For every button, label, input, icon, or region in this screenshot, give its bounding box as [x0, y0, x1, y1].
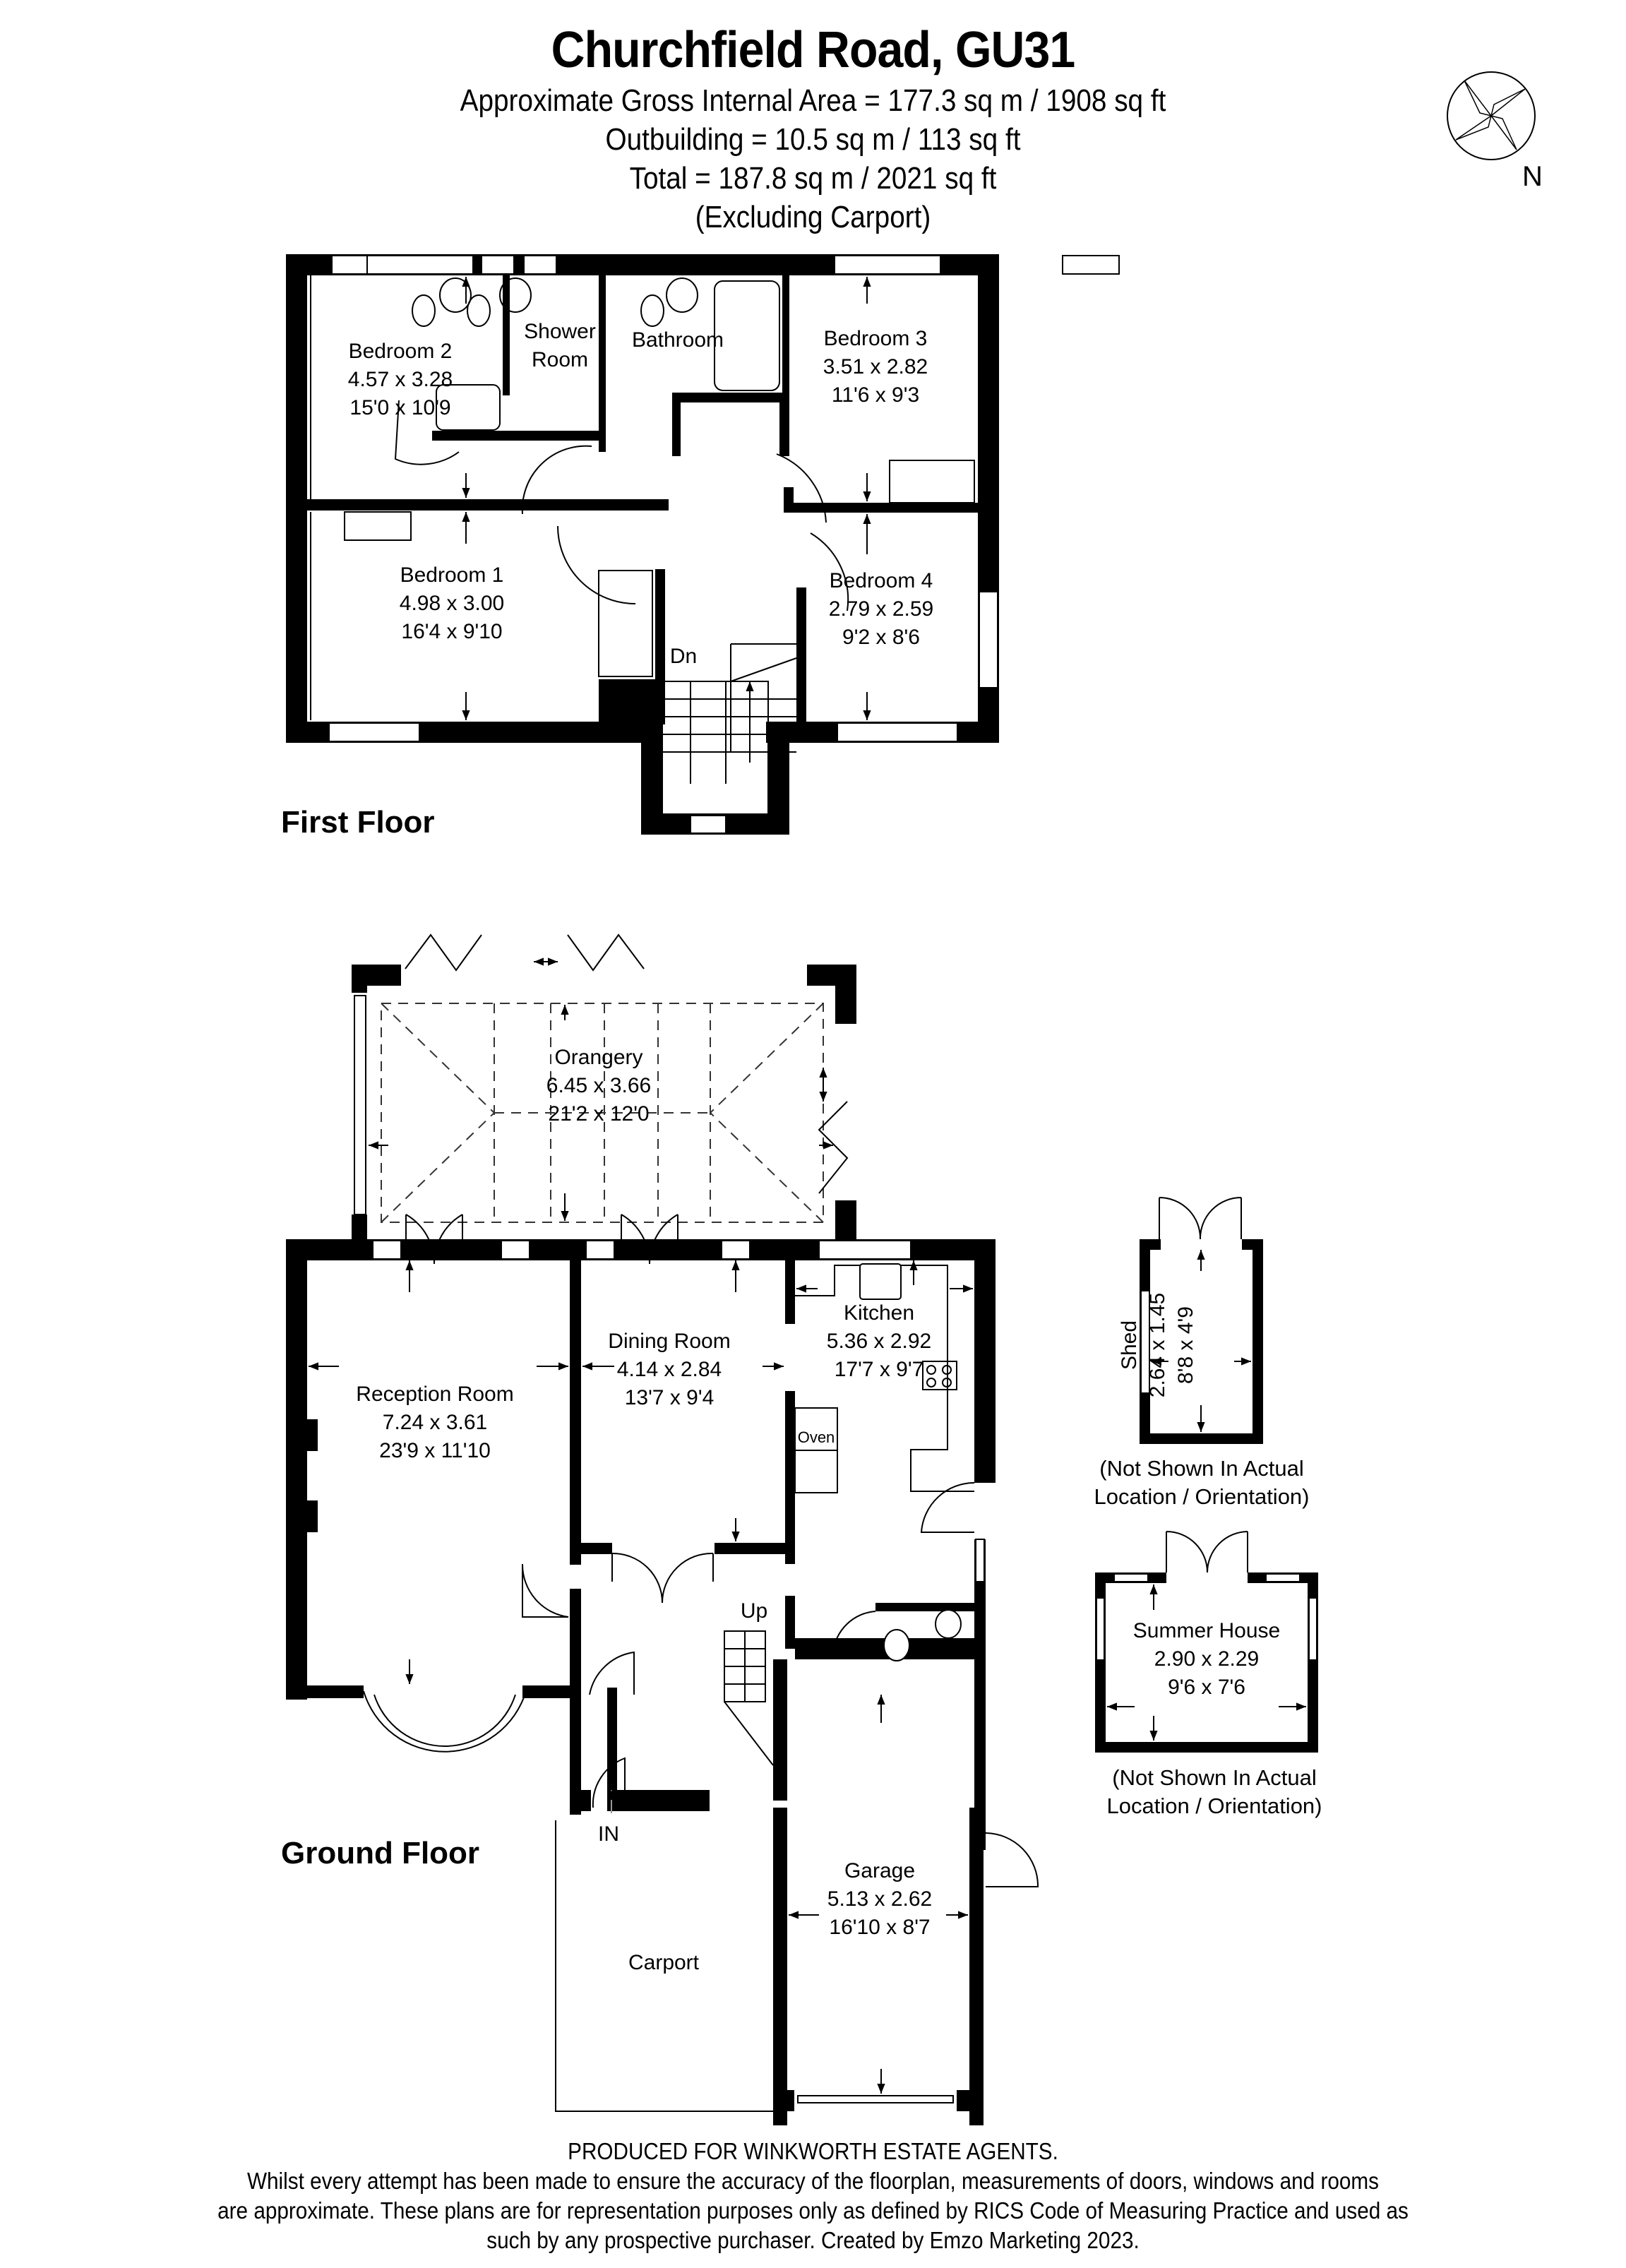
room-metric: 4.98 x 3.00 — [399, 592, 505, 615]
room-metric: 7.24 x 3.61 — [382, 1411, 488, 1434]
shed-location-note: (Not Shown In Actual Location / Orientat… — [1094, 1455, 1309, 1511]
room-kitchen: Kitchen 5.36 x 2.92 17'7 x 9'7 — [827, 1299, 931, 1384]
ground-floor-label: Ground Floor — [281, 1836, 480, 1870]
shed-drawing — [1140, 1197, 1263, 1444]
room-name: Shower — [524, 320, 596, 343]
exclusion-note: (Excluding Carport) — [695, 200, 931, 234]
first-floor-fixtures — [310, 255, 1120, 834]
room-name: Summer House — [1132, 1619, 1281, 1642]
room-name: Orangery — [554, 1046, 643, 1069]
room-imperial: 15'0 x 10'9 — [349, 396, 451, 419]
room-name: Bedroom 3 — [823, 327, 928, 350]
room-name: Bedroom 2 — [348, 340, 453, 363]
room-name: Shed — [1118, 1320, 1141, 1371]
room-metric: 2.90 x 2.29 — [1154, 1647, 1260, 1671]
room-name: Bathroom — [631, 328, 724, 352]
room-orangery: Orangery 6.45 x 3.66 21'2 x 12'0 — [546, 1044, 651, 1128]
room-name: Bedroom 1 — [400, 563, 504, 587]
disclaimer-line-3: such by any prospective purchaser. Creat… — [486, 2227, 1140, 2253]
room-name: Carport — [628, 1951, 700, 1974]
room-metric: 5.36 x 2.92 — [826, 1330, 932, 1353]
room-metric: 2.64 x 1.45 — [1146, 1292, 1169, 1398]
room-bedroom-3: Bedroom 3 3.51 x 2.82 11'6 x 9'3 — [823, 325, 928, 410]
room-imperial: 16'10 x 8'7 — [829, 1916, 931, 1939]
room-name: Bedroom 4 — [829, 569, 933, 592]
room-imperial: 9'6 x 7'6 — [1168, 1676, 1245, 1699]
note-line: Location / Orientation) — [1106, 1793, 1322, 1818]
note-line: (Not Shown In Actual — [1099, 1456, 1304, 1481]
room-metric: 6.45 x 3.66 — [546, 1074, 652, 1097]
room-imperial: 16'4 x 9'10 — [401, 620, 503, 643]
summer-house-location-note: (Not Shown In Actual Location / Orientat… — [1106, 1764, 1322, 1820]
room-reception-room: Reception Room 7.24 x 3.61 23'9 x 11'10 — [356, 1380, 513, 1465]
disclaimer-line-2: are approximate. These plans are for rep… — [217, 2197, 1409, 2224]
room-imperial: 23'9 x 11'10 — [379, 1439, 491, 1462]
room-metric: 3.51 x 2.82 — [823, 355, 928, 378]
room-name: Kitchen — [843, 1301, 915, 1325]
room-bedroom-4: Bedroom 4 2.79 x 2.59 9'2 x 8'6 — [829, 567, 933, 652]
room-metric: 5.13 x 2.62 — [827, 1887, 933, 1911]
room-imperial: 13'7 x 9'4 — [624, 1386, 715, 1409]
ground-floor-fixtures — [309, 933, 1039, 2112]
room-imperial: 21'2 x 12'0 — [548, 1102, 650, 1126]
room-imperial: 11'6 x 9'3 — [831, 383, 920, 407]
first-floor-label: First Floor — [281, 805, 435, 840]
room-dining-room: Dining Room 4.14 x 2.84 13'7 x 9'4 — [608, 1327, 730, 1412]
room-bedroom-2: Bedroom 2 4.57 x 3.28 15'0 x 10'9 — [348, 338, 453, 422]
compass-north-label: N — [1522, 161, 1543, 192]
room-garage: Garage 5.13 x 2.62 16'10 x 8'7 — [827, 1857, 932, 1942]
room-name: Garage — [844, 1859, 916, 1882]
room-shower-room: Shower Room — [524, 318, 596, 374]
stairs-up-label: Up — [740, 1599, 768, 1623]
note-line: (Not Shown In Actual — [1112, 1765, 1317, 1790]
room-name: Room — [531, 348, 589, 371]
room-metric: 4.57 x 3.28 — [347, 368, 453, 391]
room-imperial: 8'8 x 4'9 — [1174, 1306, 1197, 1384]
room-shed: Shed 2.64 x 1.45 8'8 x 4'9 — [1116, 1282, 1214, 1409]
disclaimer-line-1: Whilst every attempt has been made to en… — [247, 2168, 1379, 2194]
room-imperial: 9'2 x 8'6 — [842, 626, 920, 649]
room-carport: Carport — [628, 1949, 699, 1977]
room-imperial: 17'7 x 9'7 — [834, 1358, 924, 1381]
gross-internal-area: Approximate Gross Internal Area = 177.3 … — [460, 83, 1166, 118]
producer-credit: PRODUCED FOR WINKWORTH ESTATE AGENTS. — [568, 2138, 1058, 2164]
room-name: Dining Room — [608, 1330, 731, 1353]
note-line: Location / Orientation) — [1094, 1484, 1310, 1509]
room-metric: 4.14 x 2.84 — [616, 1358, 722, 1381]
entrance-label: IN — [598, 1822, 619, 1846]
room-metric: 2.79 x 2.59 — [828, 597, 934, 621]
room-bedroom-1: Bedroom 1 4.98 x 3.00 16'4 x 9'10 — [400, 561, 504, 646]
page-title: Churchfield Road, GU31 — [551, 22, 1076, 78]
room-name: Reception Room — [356, 1383, 514, 1406]
compass-rose-icon — [1446, 71, 1536, 161]
stairs-down-label: Dn — [669, 645, 698, 668]
outbuilding-area: Outbuilding = 10.5 sq m / 113 sq ft — [605, 122, 1021, 157]
room-bathroom: Bathroom — [632, 326, 724, 354]
total-area: Total = 187.8 sq m / 2021 sq ft — [629, 161, 997, 196]
room-summer-house: Summer House 2.90 x 2.29 9'6 x 7'6 — [1133, 1617, 1280, 1702]
summer-house-drawing — [1095, 1531, 1318, 1753]
oven-label: Oven — [797, 1428, 835, 1446]
